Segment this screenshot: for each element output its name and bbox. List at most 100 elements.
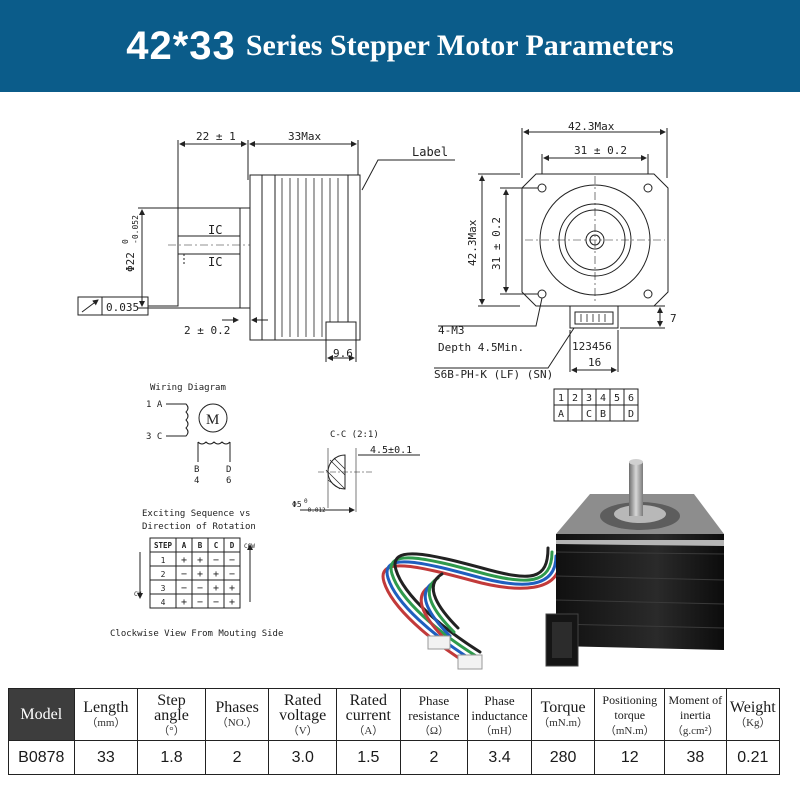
drawing-canvas: 22 ± 1 33Max Label Φ22 0 -0.052 IC IC 0.… <box>77 120 725 670</box>
shaft-tol-lower: -0.052 <box>131 215 140 244</box>
spec-phase-resistance: 2 <box>399 740 469 775</box>
lead-c: 3 C <box>146 432 162 442</box>
ccw-label: CCW <box>244 543 255 550</box>
spec-rated-current: 1.5 <box>336 740 401 775</box>
hole-spacing-v: 31 ± 0.2 <box>490 217 503 270</box>
shaft-dia: Φ22 <box>124 252 137 272</box>
wiring-title: Wiring Diagram <box>150 383 226 393</box>
overall-width: 42.3Max <box>568 120 615 133</box>
spec-value-row: B0878 33 1.8 2 3.0 1.5 2 3.4 280 12 38 0… <box>8 740 781 775</box>
side-view <box>77 140 455 362</box>
screw-depth: Depth 4.5Min. <box>438 341 524 354</box>
ic-top: IC <box>208 223 222 237</box>
seq-cell: − <box>213 597 219 608</box>
seq-cell: + <box>197 555 203 566</box>
seq-cell: + <box>181 555 187 566</box>
sequence-grid <box>137 537 253 609</box>
seq-step: 2 <box>161 570 166 579</box>
model-size-title: 42*33 <box>126 23 236 68</box>
spec-header-rated-voltage: Rated voltage（V） <box>268 688 338 741</box>
seq-step: 1 <box>161 556 166 565</box>
spec-model: B0878 <box>8 740 75 775</box>
spec-header-model: Model <box>8 688 75 741</box>
spec-header-weight: Weight（Kg） <box>725 688 781 741</box>
lead-b-num: 4 <box>194 476 199 486</box>
pin-num-3: 3 <box>586 393 592 404</box>
spec-positioning-torque: 12 <box>594 740 666 775</box>
seq-cell: − <box>197 583 203 594</box>
runout-value: 0.035 <box>106 301 139 314</box>
spec-header-phase-resistance: Phase resistance（Ω） <box>399 688 469 741</box>
seq-header-step: STEP <box>154 541 173 550</box>
spec-header-row: Model Length（mm） Step angle（°） Phases（NO… <box>8 688 781 741</box>
spec-table: Model Length（mm） Step angle（°） Phases（NO… <box>8 688 781 775</box>
spec-weight: 0.21 <box>725 740 781 775</box>
pin-phase-3: C <box>586 409 592 420</box>
seq-cell: − <box>229 569 235 580</box>
sequence-title-2: Direction of Rotation <box>142 522 256 532</box>
spec-header-length: Length（mm） <box>73 688 139 741</box>
dim-body-length: 33Max <box>288 130 321 143</box>
hole-spacing-h: 31 ± 0.2 <box>574 144 627 157</box>
pin-num-5: 5 <box>614 393 620 404</box>
seq-header-a: A <box>182 541 187 550</box>
spec-header-step-angle: Step angle（°） <box>137 688 206 741</box>
cable-connector-1 <box>457 654 483 670</box>
pin-num-1: 1 <box>558 393 564 404</box>
spec-rated-voltage: 3.0 <box>268 740 338 775</box>
shaft-dia-group: Φ22 0 -0.052 <box>121 215 140 272</box>
spec-torque: 280 <box>530 740 596 775</box>
technical-drawing: 22 ± 1 33Max Label Φ22 0 -0.052 IC IC 0.… <box>0 92 800 682</box>
ic-bottom: IC <box>208 255 222 269</box>
seq-cell: − <box>181 583 187 594</box>
connector-part: S6B-PH-K (LF) (SN) <box>434 368 553 381</box>
pin-numbers: 123456 <box>572 340 612 353</box>
seq-cell: − <box>181 569 187 580</box>
seq-cell: + <box>229 597 235 608</box>
seq-cell: − <box>213 555 219 566</box>
lead-b: B <box>194 465 199 475</box>
pin-phase-1: A <box>558 409 564 420</box>
seq-cell: + <box>181 597 187 608</box>
cable-connector-2 <box>427 635 451 650</box>
lead-d: D <box>226 465 231 475</box>
connector-width: 16 <box>588 356 601 369</box>
seq-cell: + <box>229 583 235 594</box>
connector-height: 7 <box>670 312 677 325</box>
seq-header-c: C <box>214 541 219 550</box>
pin-phase-6: D <box>628 409 634 420</box>
seq-cell: + <box>213 569 219 580</box>
cable-photo <box>381 546 562 666</box>
section-cc <box>300 448 420 513</box>
spec-header-moment-of-inertia: Moment of inertia（g.cm²） <box>664 688 727 741</box>
pin-phase-4: B <box>600 409 606 420</box>
screw-spec: 4-M3 <box>438 324 465 337</box>
boss-height: 2 ± 0.2 <box>184 324 230 337</box>
sequence-footer: Clockwise View From Mouting Side <box>110 629 283 639</box>
title-banner: 42*33 Series Stepper Motor Parameters <box>0 0 800 92</box>
title-text: Series Stepper Motor Parameters <box>245 29 674 62</box>
wiring-diagram <box>166 403 231 462</box>
overall-height: 42.3Max <box>466 219 479 266</box>
label-callout: Label <box>412 145 448 159</box>
seq-cell: − <box>229 555 235 566</box>
spec-step-angle: 1.8 <box>137 740 206 775</box>
sequence-title-1: Exciting Sequence vs <box>142 509 250 519</box>
pin-num-4: 4 <box>600 393 606 404</box>
spec-moment-of-inertia: 38 <box>664 740 727 775</box>
section-title: C-C (2:1) <box>330 430 379 440</box>
lead-a: 1 A <box>146 400 163 410</box>
spec-phases: 2 <box>204 740 270 775</box>
connector-depth: 9.6 <box>333 347 353 360</box>
seq-cell: + <box>213 583 219 594</box>
seq-cell: + <box>197 569 203 580</box>
seq-header-b: B <box>198 541 203 550</box>
front-view <box>434 128 669 373</box>
seq-header-d: D <box>230 541 235 550</box>
spec-header-rated-current: Rated current（A） <box>336 688 401 741</box>
pin-table <box>553 388 639 422</box>
pin-num-6: 6 <box>628 393 634 404</box>
spec-phase-inductance: 3.4 <box>467 740 532 775</box>
spec-header-phase-inductance: Phase inductance（mH） <box>467 688 532 741</box>
dim-shaft-length: 22 ± 1 <box>196 130 236 143</box>
